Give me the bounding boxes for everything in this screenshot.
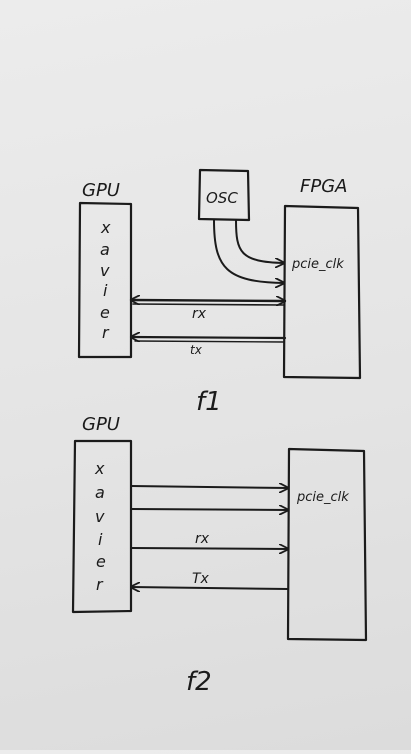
tx-label-2: Tx: [192, 571, 210, 587]
fpga-label: FPGA: [300, 176, 347, 197]
gpu-char-2-3: i: [98, 530, 103, 549]
clock-arrow-2: [130, 509, 288, 510]
caption-f2: f2: [186, 667, 212, 697]
gpu-label-1: GPU: [82, 180, 120, 201]
osc-box: [197, 168, 251, 222]
fpga-box: [282, 204, 362, 380]
rx-arrow-2: [130, 548, 288, 549]
rx-label-2: rx: [195, 531, 210, 547]
tx-arrow-2: [131, 587, 289, 589]
pcie-clk-label-2: pcie_clk: [296, 490, 349, 505]
gpu-char-2-0: x: [94, 459, 105, 478]
gpu-char-1-0: x: [100, 218, 111, 237]
rx-label-1: rx: [192, 306, 207, 322]
tx-arrow-1: [129, 337, 287, 338]
osc-clock-wire-1: [235, 219, 284, 263]
gpu-char-1-5: r: [102, 323, 110, 342]
gpu-box-1: [77, 201, 133, 359]
gpu-label-2: GPU: [82, 414, 120, 435]
gpu-char-2-4: e: [96, 552, 106, 571]
gpu-char-2-1: a: [95, 483, 105, 502]
osc-label: OSC: [206, 189, 238, 207]
tx-arrow-1-shadow: [134, 340, 285, 343]
pcie-clk-label-1: pcie_clk: [291, 257, 344, 272]
gpu-char-2-2: v: [95, 507, 105, 526]
rx-bus-top-1: [129, 300, 287, 301]
gpu-char-1-1: a: [100, 240, 110, 259]
figure-2: GPU x a v i e r pcie_clk rx Tx f2: [71, 414, 368, 697]
figure-1: GPU FPGA x a v i e r OSC pcie_clk rx tx …: [77, 168, 362, 417]
gpu-char-1-3: i: [103, 281, 108, 300]
gpu-box-2: [71, 439, 133, 614]
caption-f1: f1: [196, 387, 222, 417]
gpu-char-1-4: e: [100, 303, 110, 322]
osc-clock-wire-2: [213, 219, 284, 283]
tx-label-1: tx: [190, 343, 203, 357]
rx-bus-bottom-1: [132, 303, 285, 306]
gpu-char-1-2: v: [100, 261, 110, 280]
clock-arrow-1: [130, 486, 288, 488]
gpu-char-2-5: r: [96, 575, 104, 594]
fpga-box-2: [286, 447, 368, 642]
